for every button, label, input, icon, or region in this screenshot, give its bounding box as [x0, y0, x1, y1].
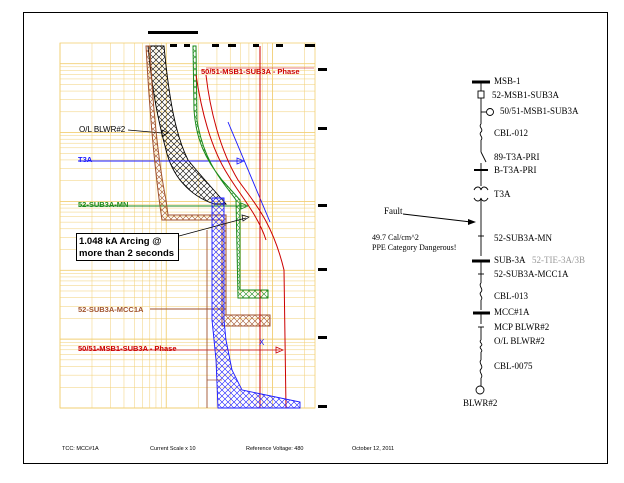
phase-top-label: 50/51-MSB1-SUB3A - Phase: [201, 67, 300, 76]
arc-flash-ppe: PPE Category Dangerous!: [372, 243, 457, 252]
mcc1a-curve: [145, 45, 271, 327]
tie-breaker-label: 52-TIE-3A/3B: [532, 255, 585, 265]
breaker-mcc1a-label: 52-SUB3A-MCC1A: [494, 269, 569, 279]
sub3a-mn-label: 52-SUB3A-MN: [78, 200, 129, 209]
ol-blwr-label: O/L BLWR#2: [79, 125, 126, 134]
bus-bt3a-label: B-T3A-PRI: [494, 165, 537, 175]
mcp-blwr-label: MCP BLWR#2: [494, 322, 550, 332]
msb1-label: MSB-1: [494, 76, 521, 86]
arcing-callout: 1.048 kA Arcing @ more than 2 seconds: [76, 233, 179, 261]
breaker-52msb1-label: 52-MSB1-SUB3A: [492, 90, 560, 100]
arcing-line-1: 1.048 kA Arcing @: [79, 236, 162, 247]
t3a-transformer-label: T3A: [494, 189, 511, 199]
t3a-label: T3A: [78, 155, 93, 164]
ol-blwr-sld-label: O/L BLWR#2: [494, 336, 545, 346]
sw-89t3a-label: 89-T3A-PRI: [494, 152, 540, 162]
bus-sub3a-label: SUB-3A: [494, 255, 526, 265]
breaker-sub3a-mn-label: 52-SUB3A-MN: [494, 233, 553, 243]
phase-curve: [205, 74, 287, 409]
top-axis-marks: [148, 31, 315, 47]
transformer-damage-band: [211, 197, 301, 409]
motor-label: BLWR#2: [463, 398, 498, 408]
footer-tcc: TCC: MCC#1A: [62, 446, 99, 452]
one-line-diagram: [402, 80, 494, 395]
mcc1a-bus-label: MCC#1A: [494, 307, 530, 317]
fault-arrow-head: [468, 219, 476, 225]
fault-marker: X: [259, 338, 265, 347]
phase-bottom-label: 50/51-MSB1-SUB3A - Phase: [78, 344, 177, 353]
cbl012-label: CBL-012: [494, 128, 529, 138]
footer-voltage: Reference Voltage: 480: [246, 446, 304, 452]
mcc1a-label: 52-SUB3A-MCC1A: [78, 305, 144, 314]
relay-5051-label: 50/51-MSB1-SUB3A: [500, 106, 579, 116]
fault-label: Fault: [384, 206, 403, 216]
cbl0075-label: CBL-0075: [494, 361, 533, 371]
arcing-line-2: more than 2 seconds: [79, 248, 175, 259]
right-axis-marks: [318, 68, 327, 408]
arc-flash-energy: 49.7 Cal/cm^2: [372, 233, 419, 242]
sub3a-mn-curve: [192, 45, 269, 299]
tcc-grid: [59, 43, 315, 409]
footer-scale: Current Scale x 10: [150, 446, 196, 452]
footer-date: October 12, 2011: [352, 446, 395, 452]
cbl013-label: CBL-013: [494, 291, 529, 301]
drawing-frame: [23, 12, 608, 464]
